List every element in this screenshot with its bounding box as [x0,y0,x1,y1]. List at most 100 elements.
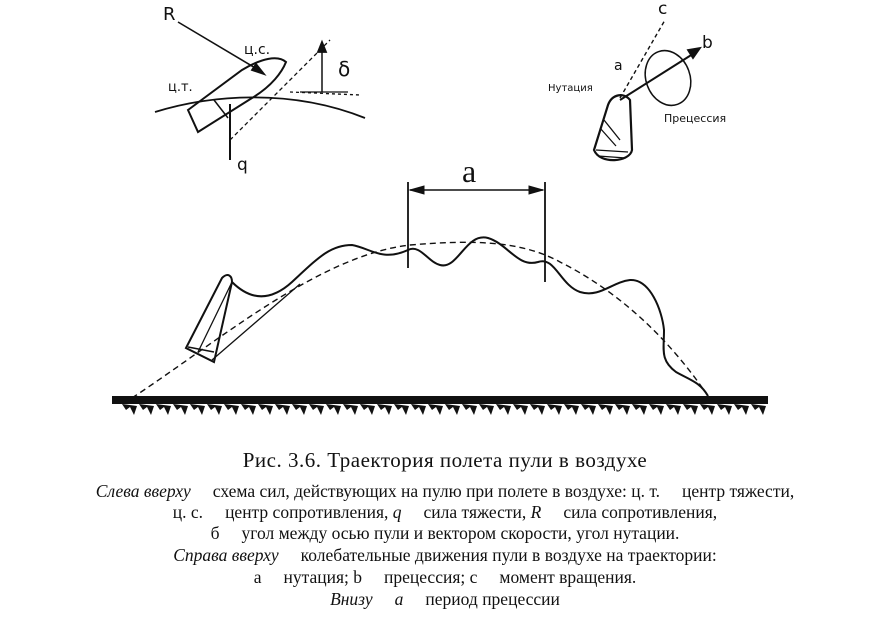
ground-clump [343,404,358,415]
ground-clump [326,404,341,415]
mean-trajectory [131,241,709,399]
label-b: b [702,33,713,53]
label-period-a: a [462,153,476,189]
ground-clump [513,404,528,415]
ground-clump [615,404,630,415]
caption-r: R [530,502,542,522]
caption-line-4-text: колебательные движения пули в воздухе на… [300,545,717,565]
bullet-outline [186,57,288,134]
ground-clump [598,404,613,415]
ground-clump [581,404,596,415]
label-r: R [163,4,176,25]
ground-clump [666,404,681,415]
ground-clump [173,404,188,415]
ground-clump [394,404,409,415]
angle-arrowhead [316,39,328,53]
bullet-band [213,99,229,119]
ground-clump [530,404,545,415]
ground-clump [479,404,494,415]
ground-clump [241,404,256,415]
caption-nutation-b: нутация; b [283,567,362,587]
resistance-arrowhead [250,62,267,76]
bullet-hatching [595,119,629,159]
caption-precession-c: прецессия; с [383,567,478,587]
period-arrow-left [408,185,425,195]
ground-clump [734,404,749,415]
ground-clump [496,404,511,415]
ground-clump [649,404,664,415]
ground-clump [632,404,647,415]
ground-clump [207,404,222,415]
caption-period: период прецессии [425,589,560,609]
ground-clump [139,404,154,415]
precession-axis-b [619,51,697,101]
ground [112,396,768,415]
label-c: c [658,0,667,19]
caption-bottom-a: а [394,589,404,609]
label-precession: Прецессия [664,112,726,125]
velocity-curve [154,96,366,119]
precession-cone [644,49,692,107]
axis-b-arrowhead [686,46,702,60]
caption-q-desc: сила тяжести, [423,502,527,522]
resistance-force-line [177,21,263,73]
ground-clump [428,404,443,415]
ground-clump [360,404,375,415]
period-arrow-right [528,185,545,195]
ground-clump [462,404,477,415]
nutation-bullet [592,94,634,162]
label-nutation: Нутация [548,83,593,94]
bullet-launch-line-2 [211,283,301,361]
caption-top-right-label: Справа вверху [173,545,279,565]
oscillating-trajectory [231,236,709,397]
force-scheme [154,21,366,160]
caption-rotation: момент вращения. [499,567,637,587]
ground-clump [258,404,273,415]
ground-clump [751,404,766,415]
ground-clump [717,404,732,415]
caption-line-1-tail: центр тяжести, [682,481,795,501]
ground-clump [122,404,137,415]
ground-clump [564,404,579,415]
caption-r-desc: сила сопротивления, [563,502,718,522]
figure-title: Рис. 3.6. Траектория полета пули в возду… [242,448,648,472]
ground-clump [547,404,562,415]
ground-clump [683,404,698,415]
bullet-launch-line-1 [197,281,233,353]
label-delta: δ [338,57,350,81]
bullet-axis-line [229,39,331,141]
caption-line-5: а нутация; b прецессия; с момент вращения. [0,567,890,588]
caption-a: а [253,567,262,587]
ground-texture [122,404,766,415]
label-center-resistance: ц.с. [244,42,270,58]
label-center-gravity: ц.т. [168,80,193,95]
ground-clump [156,404,171,415]
caption-bottom-label: Внизу [330,589,373,609]
caption-cs-desc: центр сопротивления, [225,502,389,522]
caption-line-1-text: схема сил, действующих на пулю при полет… [212,481,661,501]
caption-line-6: Внизу а период прецессии [0,589,890,610]
ground-clump [411,404,426,415]
caption-cs: ц. с. [172,502,204,522]
label-a-point: a [614,58,623,74]
caption-top-left-label: Слева вверху [95,481,191,501]
caption-line-2: ц. с. центр сопротивления, q сила тяжести,… [0,502,890,523]
oscillation-scheme [592,19,702,162]
launch-bullet [184,274,234,364]
ground-clump [190,404,205,415]
ground-clump [700,404,715,415]
ground-clump [309,404,324,415]
caption-q: q [392,502,402,522]
rotation-axis-c [619,19,666,99]
label-q: q [237,155,248,175]
ground-clump [275,404,290,415]
launch-bullet-band [187,346,215,353]
ground-clump [377,404,392,415]
ground-clump [292,404,307,415]
caption-line-1: Слева вверху схема сил, действующих на пу… [0,481,890,502]
ground-clump [224,404,239,415]
main-trajectory [131,182,709,399]
ground-line [112,396,768,404]
